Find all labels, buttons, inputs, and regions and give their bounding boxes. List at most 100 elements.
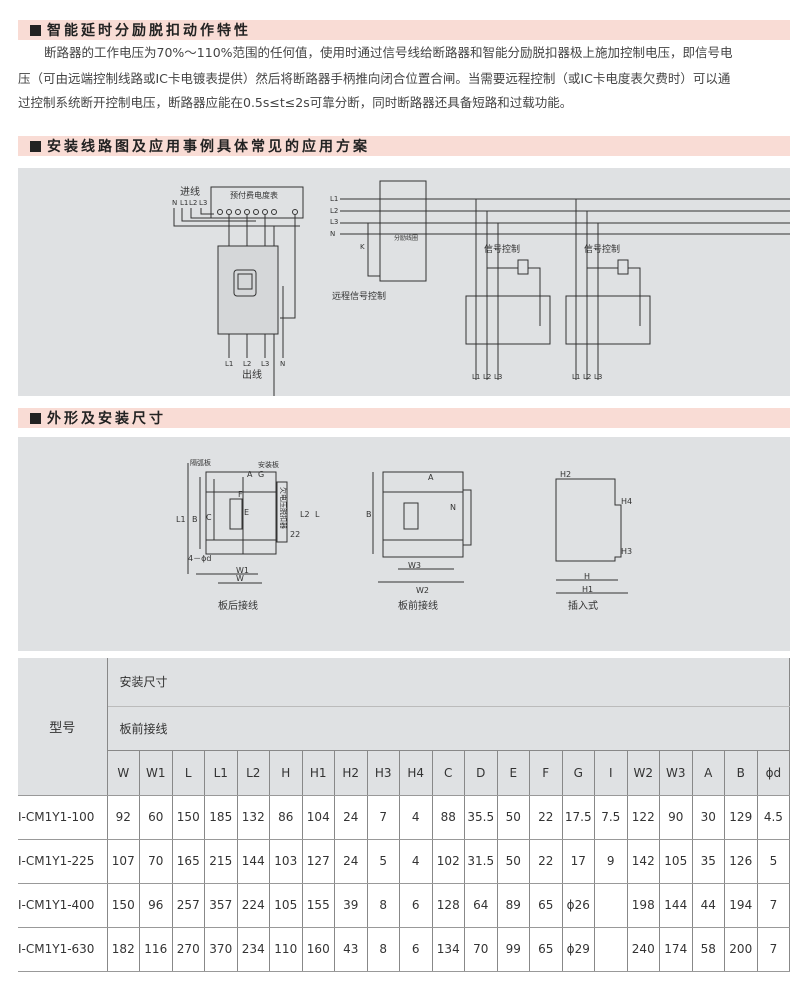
value-cell: 200: [724, 927, 758, 972]
value-cell: 174: [659, 927, 693, 972]
model-header: 型号: [18, 658, 108, 796]
value-cell: 50: [497, 795, 530, 840]
value-cell: 160: [302, 927, 335, 972]
value-cell: 110: [269, 927, 303, 972]
svg-text:4－ϕd: 4－ϕd: [188, 554, 211, 563]
svg-text:L2: L2: [300, 510, 310, 519]
column-header: E: [497, 750, 530, 796]
value-cell: 31.5: [464, 839, 498, 884]
svg-text:W: W: [236, 574, 244, 583]
value-cell: 134: [432, 927, 465, 972]
svg-text:22: 22: [290, 530, 300, 539]
square-bullet-icon: [30, 24, 41, 36]
svg-text:L1: L1: [225, 360, 233, 368]
value-cell: 194: [724, 883, 758, 928]
svg-text:H4: H4: [621, 497, 632, 506]
svg-text:L3: L3: [594, 373, 602, 381]
value-cell: 128: [432, 883, 465, 928]
svg-text:H1: H1: [582, 585, 593, 594]
svg-text:L1: L1: [176, 515, 186, 524]
value-cell: 8: [367, 927, 400, 972]
intro-paragraph: 断路器的工作电压为70%～110%范围的任何值，使用时通过信号线给断路器和智能分…: [18, 45, 733, 110]
value-cell: 144: [237, 839, 270, 884]
svg-text:W1: W1: [236, 566, 249, 575]
value-cell: 224: [237, 883, 270, 928]
value-cell: 22: [529, 839, 563, 884]
svg-text:B: B: [192, 515, 198, 524]
value-cell: 142: [627, 839, 660, 884]
signal-control-label: 信号控制: [584, 243, 620, 255]
model-cell: I-CM1Y1-100: [18, 795, 108, 840]
svg-text:H: H: [584, 572, 590, 581]
svg-text:E: E: [244, 508, 249, 517]
svg-text:L3: L3: [330, 218, 338, 226]
svg-text:L2: L2: [483, 373, 491, 381]
column-header: W: [107, 750, 140, 796]
svg-text:隔弧板: 隔弧板: [190, 458, 211, 467]
svg-text:分励线圈: 分励线圈: [394, 234, 418, 242]
value-cell: 17.5: [562, 795, 595, 840]
value-cell: 150: [107, 883, 140, 928]
value-cell: 7.5: [594, 795, 628, 840]
value-cell: 240: [627, 927, 660, 972]
value-cell: 5: [757, 839, 791, 884]
value-cell: ϕ29: [562, 927, 595, 972]
value-cell: 8: [367, 883, 400, 928]
value-cell: 65: [529, 927, 563, 972]
value-cell: 116: [139, 927, 173, 972]
svg-text:W2: W2: [416, 586, 429, 595]
svg-text:L1: L1: [572, 373, 580, 381]
value-cell: 89: [497, 883, 530, 928]
value-cell: 6: [399, 883, 433, 928]
svg-text:B: B: [366, 510, 372, 519]
svg-text:L1: L1: [180, 199, 188, 207]
svg-text:N: N: [450, 503, 456, 512]
column-header: L: [172, 750, 205, 796]
value-cell: [594, 927, 628, 972]
value-cell: 122: [627, 795, 660, 840]
svg-text:N: N: [280, 360, 285, 368]
column-header: G: [562, 750, 595, 796]
value-cell: 150: [172, 795, 205, 840]
svg-text:G: G: [258, 470, 264, 479]
svg-text:L2: L2: [243, 360, 251, 368]
value-cell: 257: [172, 883, 205, 928]
svg-text:A: A: [247, 470, 253, 479]
value-cell: 107: [107, 839, 140, 884]
value-cell: 5: [367, 839, 400, 884]
value-cell: 103: [269, 839, 303, 884]
svg-text:L3: L3: [199, 199, 207, 207]
value-cell: 50: [497, 839, 530, 884]
svg-text:N: N: [172, 199, 177, 207]
model-cell: I-CM1Y1-400: [18, 883, 108, 928]
svg-text:L2: L2: [330, 207, 338, 215]
column-header: H4: [399, 750, 433, 796]
value-cell: 185: [204, 795, 238, 840]
value-cell: 39: [334, 883, 368, 928]
value-cell: 88: [432, 795, 465, 840]
value-cell: 90: [659, 795, 693, 840]
prepaid-meter-box: [210, 186, 304, 219]
svg-text:L1: L1: [330, 195, 338, 203]
svg-text:L2: L2: [583, 373, 591, 381]
value-cell: 7: [367, 795, 400, 840]
svg-text:F: F: [238, 490, 243, 499]
section-header-wiring: 安装线路图及应用事例具体常见的应用方案: [18, 136, 790, 156]
value-cell: 22: [529, 795, 563, 840]
value-cell: 64: [464, 883, 498, 928]
column-header: L1: [204, 750, 238, 796]
rear-connection-label: 板后接线: [218, 599, 258, 612]
column-header: A: [692, 750, 725, 796]
model-cell: I-CM1Y1-225: [18, 839, 108, 884]
svg-text:L2: L2: [189, 199, 197, 207]
svg-text:A: A: [428, 473, 434, 482]
value-cell: 182: [107, 927, 140, 972]
value-cell: 6: [399, 927, 433, 972]
